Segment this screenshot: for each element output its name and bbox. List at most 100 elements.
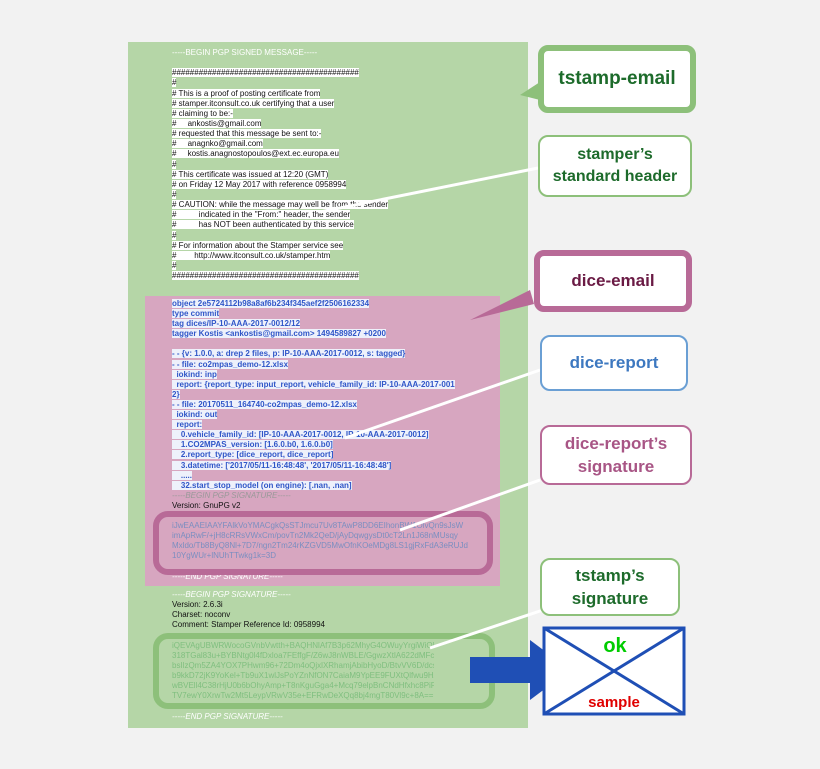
line-row: # has NOT been authenticated by this ser… — [172, 220, 434, 230]
dice-sig-begin: -----BEGIN PGP SIGNATURE----- — [172, 490, 291, 500]
stamper-header-label: stamper’s standard header — [538, 135, 692, 197]
line-row: wBVEll4C38rHjU0b6bOhyAmp+T8nKguGga4+Mcq7… — [172, 681, 434, 691]
line-row: # — [172, 230, 434, 241]
text-line: wBVEll4C38rHjU0b6bOhyAmp+T8nKguGga4+Mcq7… — [172, 681, 434, 691]
stamper-header-label-line1: stamper’s — [577, 146, 653, 163]
line-row: # on Friday 12 May 2017 with reference 0… — [172, 179, 434, 190]
line-row: # indicated in the "From:" header, the s… — [172, 210, 434, 220]
line-row: Mxldo/Tb8ByQ8Nl+7D7/ngn2Tm24rKZGVD5MwOfn… — [172, 541, 497, 551]
line-row: type commit — [172, 309, 497, 319]
dice-email-text: object 2e5724112b98a8af6b234f345aef2f250… — [172, 299, 497, 582]
text-line: # This certificate was issued at 12:20 (… — [172, 169, 329, 179]
text-line: # — [172, 78, 177, 88]
stamper-header-label-line2: standard header — [552, 168, 678, 185]
dice-signature-outline — [153, 511, 493, 575]
line-row: # For information about the Stamper serv… — [172, 240, 434, 251]
tstamp-signature-connector — [429, 608, 544, 650]
text-line: ..... — [172, 470, 193, 480]
text-line: b9kkD72jK9YoKel+Tb9uX1wlJsPoYZnNfON7Caia… — [172, 671, 434, 681]
text-line: - - file: 20170511_164740-co2mpas_demo-1… — [172, 399, 358, 409]
text-line: - - {v: 1.0.0, a: drep 2 files, p: IP-10… — [172, 349, 406, 359]
text-line: # kostis.anagnostopoulos@ext.ec.europa.e… — [172, 149, 339, 159]
text-line: 32.start_stop_model (on engine): [.nan, … — [172, 480, 352, 490]
tstamp-signature-label-line2: signature — [571, 589, 649, 608]
line-row: # — [172, 159, 434, 170]
line-row: TV7ewY0XrwTw2Mt5LeypVRwV35e+EFRwDeXQq8bj… — [172, 691, 434, 701]
line-row: iQEVAgUBWRWocoGVnbVwtth+BAQHNlAf7B3p62Mh… — [172, 641, 434, 651]
tstamp-signature-label: tstamp’s signature — [540, 558, 680, 616]
stamper-sig-comment: Comment: Stamper Reference Id: 0958994 — [172, 620, 325, 630]
line-row: - - file: 20170511_164740-co2mpas_demo-1… — [172, 399, 497, 410]
dice-sig-version: Version: GnuPG v2 — [172, 500, 241, 510]
line-row: bsIlzQm5ZA4YOX7PHwm96+72Dm4oQjxlXRhamjAb… — [172, 661, 434, 671]
line-row: tagger Kostis <ankostis@gmail.com> 14945… — [172, 329, 497, 339]
text-line: # claiming to be:- — [172, 108, 233, 118]
line-row: iJwEAAEIAAYFAlkVoYMACgkQsSTJmcu7Uv8TAwP8… — [172, 521, 497, 531]
text-line: iJwEAAEIAAYFAlkVoYMACgkQsSTJmcu7Uv8TAwP8… — [172, 521, 464, 531]
dice-report-signature-label: dice-report’s signature — [540, 425, 692, 485]
dice-report-connector — [344, 368, 541, 440]
hash-line-end: ########################################… — [172, 271, 359, 281]
line-row: 2} — [172, 389, 497, 400]
text-line: Mxldo/Tb8ByQ8Nl+7D7/ngn2Tm24rKZGVD5MwOfn… — [172, 541, 468, 551]
line-row: # ankostis@gmail.com — [172, 118, 434, 129]
line-row: # — [172, 189, 434, 200]
line-row: # This is a proof of posting certificate… — [172, 88, 434, 99]
text-line: # on Friday 12 May 2017 with reference 0… — [172, 179, 347, 189]
text-line: 3.datetime: ['2017/05/11-16:48:48', '201… — [172, 460, 392, 470]
text-line: # — [172, 230, 177, 240]
text-line: 1.CO2MPAS_version: [1.6.0.b0, 1.6.0.b0] — [172, 440, 333, 450]
dice-email-pointer — [470, 290, 534, 320]
stamper-header-connector — [319, 166, 539, 214]
text-line: # — [172, 159, 177, 169]
text-line: 10YgWUr+lNUhTTwkg1k=3D — [172, 551, 277, 561]
stamper-header-text: -----BEGIN PGP SIGNED MESSAGE----- #####… — [172, 48, 434, 281]
begin-signed-line: -----BEGIN PGP SIGNED MESSAGE----- — [172, 48, 318, 57]
line-row: # claiming to be:- — [172, 108, 434, 119]
line-row: 32.start_stop_model (on engine): [.nan, … — [172, 480, 497, 491]
text-line: # ankostis@gmail.com — [172, 118, 262, 128]
text-line: object 2e5724112b98a8af6b234f345aef2f250… — [172, 299, 370, 308]
dice-report-signature-label-line2: signature — [577, 457, 655, 476]
line-row: # anagnko@gmail.com — [172, 139, 434, 149]
text-line: iQEVAgUBWRWocoGVnbVwtth+BAQHNlAf7B3p62Mh… — [172, 640, 434, 650]
text-line: # requested that this message be sent to… — [172, 129, 322, 139]
dice-sig-end: -----END PGP SIGNATURE----- — [172, 571, 283, 581]
line-row: imApRwF/+jH8cRRsVWxCm/povTn2Mk2QeD/jAyDq… — [172, 531, 497, 541]
line-row: # — [172, 78, 434, 88]
stamper-sig-begin: -----BEGIN PGP SIGNATURE----- — [172, 590, 291, 599]
text-line: # anagnko@gmail.com — [172, 139, 263, 149]
line-row: 10YgWUr+lNUhTTwkg1k=3D — [172, 551, 497, 561]
text-line: 0.vehicle_family_id: [IP-10-AAA-2017-001… — [172, 430, 429, 440]
line-row: b9kkD72jK9YoKel+Tb9uX1wlJsPoYZnNfON7Caia… — [172, 671, 434, 681]
stamp-ok-text: ok — [603, 635, 627, 657]
line-row: report: — [172, 420, 497, 430]
stamp-cross-line-b — [543, 626, 685, 716]
tstamp-email-pointer — [520, 82, 540, 100]
text-line: tag dices/IP-10-AAA-2017-0012/12 — [172, 319, 301, 329]
text-line: 318TGal83u+BYBNtg0l4fDxloa7FEffgF/Z6wJ8n… — [172, 650, 434, 660]
dice-email-label: dice-email — [534, 250, 692, 312]
line-row: tag dices/IP-10-AAA-2017-0012/12 — [172, 319, 497, 329]
tstamp-email-label: tstamp-email — [538, 45, 696, 113]
arrow-shaft — [470, 657, 540, 683]
line-row: - - file: co2mpas_demo-12.xlsx — [172, 359, 497, 370]
stamper-sig-charset: Charset: noconv — [172, 610, 231, 620]
dice-signature-connector — [399, 478, 541, 532]
text-line: imApRwF/+jH8cRRsVWxCm/povTn2Mk2QeD/jAyDq… — [172, 531, 458, 541]
line-row: 2.report_type: [dice_report, dice_report… — [172, 450, 497, 460]
text-line: report: {report_type: input_report, vehi… — [172, 379, 455, 389]
text-line: TV7ewY0XrwTw2Mt5LeypVRwV35e+EFRwDeXQq8bj… — [172, 691, 434, 701]
line-row: iokind: out — [172, 410, 497, 420]
line-row: 3.datetime: ['2017/05/11-16:48:48', '201… — [172, 460, 497, 471]
dice-report-signature-label-line1: dice-report’s — [564, 434, 668, 453]
text-line: 2.report_type: [dice_report, dice_report… — [172, 450, 334, 460]
line-row: # http://www.itconsult.co.uk/stamper.htm — [172, 250, 434, 261]
text-line: # For information about the Stamper serv… — [172, 240, 344, 250]
line-row: # This certificate was issued at 12:20 (… — [172, 169, 434, 180]
text-line: # — [172, 189, 177, 199]
text-line: # stamper.itconsult.co.uk certifying tha… — [172, 98, 335, 108]
stamper-signature-text: -----BEGIN PGP SIGNATURE----- Version: 2… — [172, 590, 434, 722]
text-line: iokind: inp — [172, 369, 217, 379]
